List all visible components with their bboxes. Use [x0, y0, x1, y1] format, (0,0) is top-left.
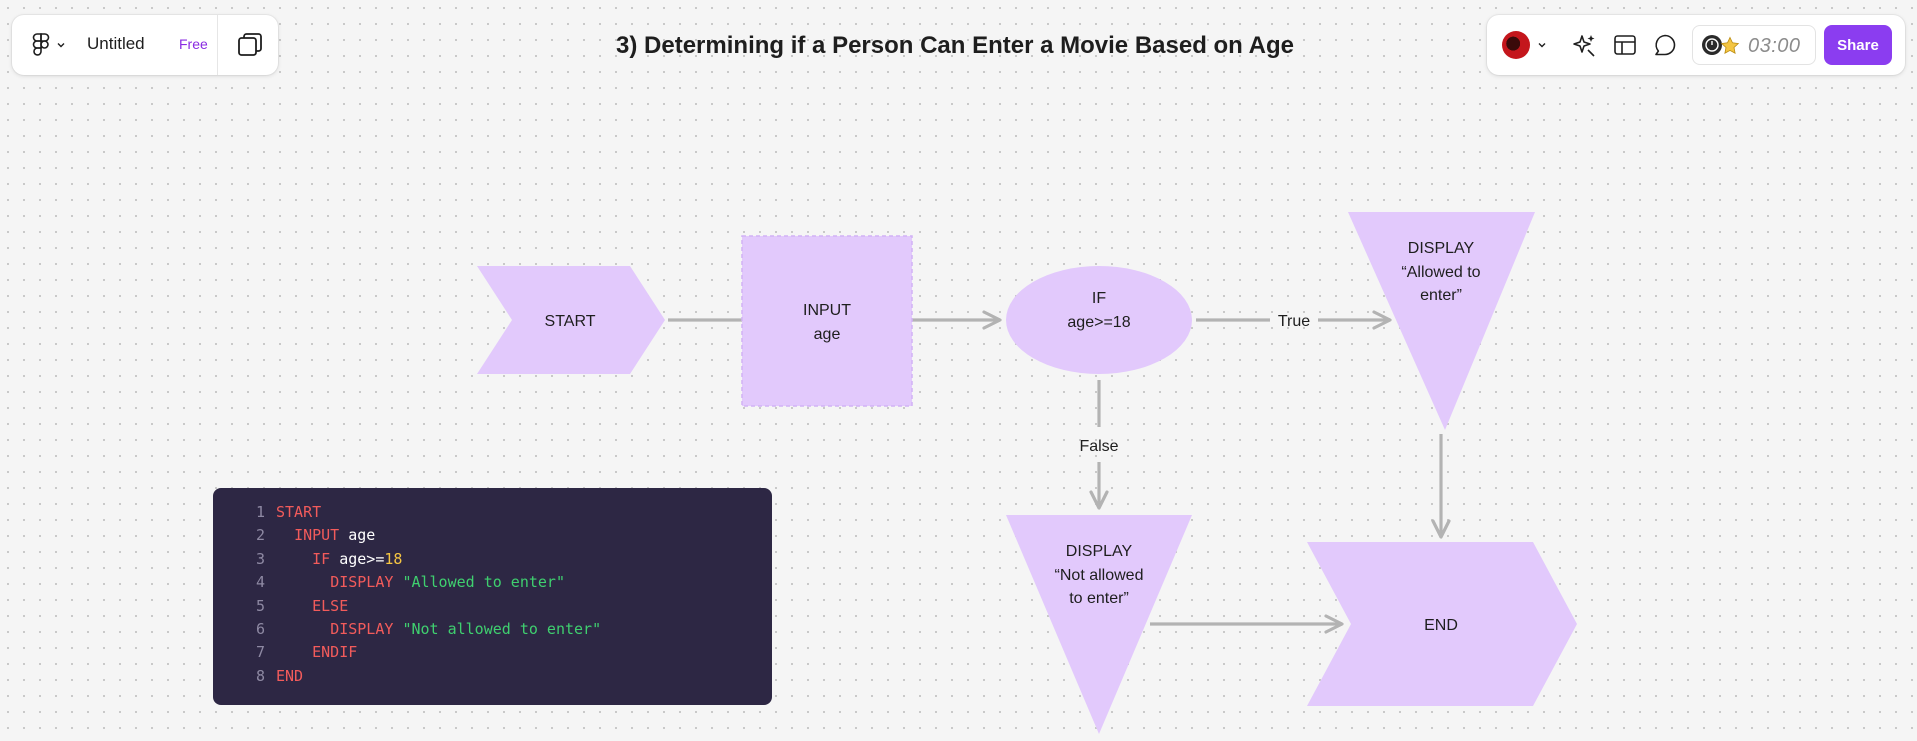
line-number: 5: [255, 596, 265, 615]
code-token: 18: [384, 549, 403, 568]
code-token: ELSE: [312, 596, 349, 615]
code-token: age>=: [330, 549, 385, 568]
file-name[interactable]: Untitled: [87, 34, 145, 53]
pages-button[interactable]: [236, 31, 264, 59]
layout-icon[interactable]: [1612, 32, 1638, 58]
line-number: 6: [255, 620, 265, 638]
timer-readout: 03:00: [1748, 35, 1801, 57]
code-token: DISPLAY: [330, 620, 394, 638]
code-token: END: [276, 666, 304, 685]
decision-node[interactable]: IF age>=18: [1006, 266, 1192, 374]
chevron-down-icon: [1538, 43, 1546, 48]
line-number: 3: [255, 549, 265, 568]
display-allowed-line3: enter”: [1420, 287, 1462, 304]
collab-toolbar: 03:00 Share: [1487, 15, 1905, 75]
code-token: DISPLAY: [330, 573, 394, 592]
input-node[interactable]: INPUT age: [741, 235, 913, 407]
code-token: [276, 597, 312, 615]
figma-logo-icon: [32, 33, 50, 56]
code-text: IF age>=18: [276, 550, 402, 568]
line-number: 2: [255, 526, 265, 545]
line-number: 8: [255, 666, 265, 685]
comment-icon[interactable]: [1652, 32, 1678, 58]
code-text: DISPLAY "Not allowed to enter": [276, 620, 601, 638]
code-token: "Not allowed to enter": [402, 620, 602, 638]
display-not-allowed-line3: to enter”: [1069, 590, 1129, 607]
display-not-allowed-node[interactable]: DISPLAY “Not allowed to enter”: [1006, 515, 1192, 734]
end-node[interactable]: END: [1307, 542, 1577, 706]
input-label-line2: age: [814, 326, 841, 343]
end-label: END: [1424, 617, 1458, 634]
code-token: [276, 550, 312, 568]
star-icon: [1720, 36, 1740, 54]
true-branch-label: True: [1278, 313, 1310, 330]
line-number: 7: [255, 643, 265, 662]
false-branch-label: False: [1079, 438, 1118, 455]
line-number: 4: [255, 573, 265, 592]
plan-badge[interactable]: Free: [179, 36, 208, 52]
code-text: ELSE: [276, 597, 348, 615]
code-token: [276, 620, 330, 638]
line-number: 1: [255, 503, 265, 521]
display-allowed-node[interactable]: DISPLAY “Allowed to enter”: [1348, 212, 1535, 430]
user-menu-button[interactable]: [1499, 29, 1549, 61]
display-not-allowed-line1: DISPLAY: [1066, 543, 1133, 560]
code-text: DISPLAY "Allowed to enter": [276, 573, 565, 591]
display-allowed-line1: DISPLAY: [1408, 240, 1475, 257]
code-block[interactable]: 1 START 2 INPUT age 3 IF age>=18 4 DISPLAY "…: [213, 488, 772, 705]
code-token: ENDIF: [312, 643, 358, 662]
page-title: 3) Determining if a Person Can Enter a M…: [616, 32, 1294, 59]
pages-icon: [238, 33, 262, 56]
display-not-allowed-line2: “Not allowed: [1055, 567, 1144, 584]
code-token: age: [339, 526, 376, 545]
timer-widget[interactable]: 03:00: [1692, 25, 1816, 65]
code-text: INPUT age: [276, 526, 375, 544]
timer-icon: [1702, 35, 1722, 55]
chevron-down-icon: [57, 43, 65, 48]
start-node[interactable]: START: [477, 266, 665, 374]
code-token: "Allowed to enter": [402, 573, 565, 592]
code-token: START: [276, 503, 322, 521]
code-token: [276, 643, 312, 661]
decision-label-line2: age>=18: [1067, 314, 1130, 331]
code-text: END: [276, 667, 303, 685]
start-label: START: [545, 313, 596, 330]
ai-sparkle-icon[interactable]: [1572, 32, 1598, 58]
share-button[interactable]: Share: [1824, 25, 1892, 65]
decision-label-line1: IF: [1092, 290, 1106, 307]
code-token: INPUT: [294, 526, 340, 545]
display-allowed-line2: “Allowed to: [1401, 264, 1480, 281]
code-token: [276, 526, 294, 544]
main-menu-button[interactable]: [30, 30, 78, 60]
code-token: [276, 573, 330, 591]
avatar: [1502, 31, 1530, 59]
code-token: IF: [312, 549, 331, 568]
file-toolbar: Untitled Free: [12, 15, 278, 75]
input-label-line1: INPUT: [803, 302, 851, 319]
code-text: START: [276, 503, 321, 521]
code-text: ENDIF: [276, 643, 357, 661]
toolbar-divider: [217, 15, 218, 75]
